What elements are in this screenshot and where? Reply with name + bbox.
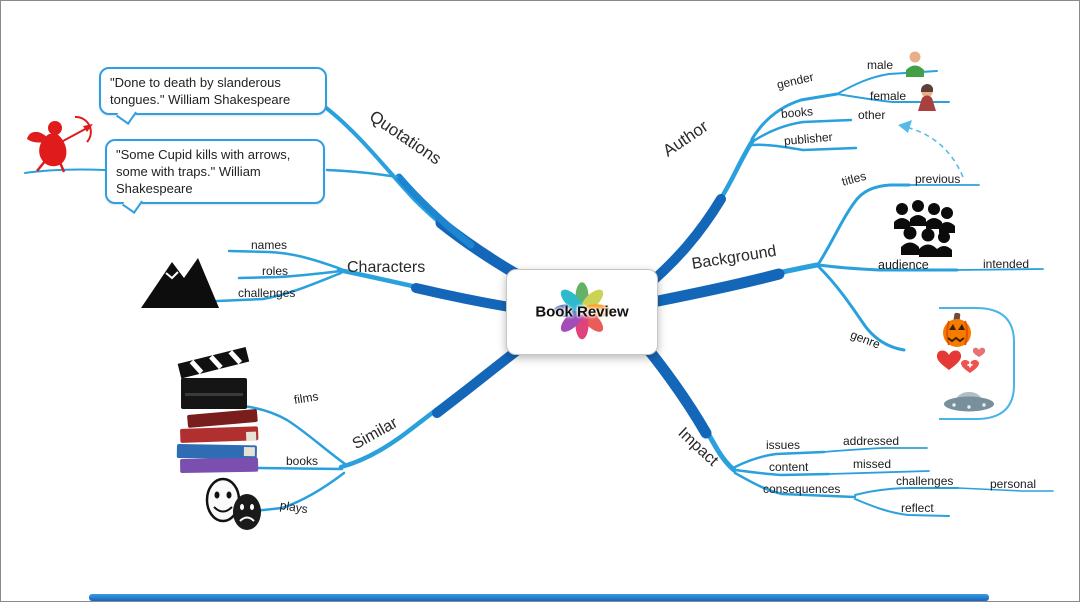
topic-intended[interactable]: intended <box>983 257 1030 271</box>
central-topic[interactable]: Book Review <box>506 269 658 355</box>
quote-bubble-1[interactable]: "Done to death by slanderous tongues." W… <box>99 67 327 126</box>
pumpkin-icon[interactable] <box>943 312 971 347</box>
mountain-icon[interactable] <box>141 258 219 308</box>
topic-names[interactable]: names <box>251 238 288 252</box>
topic-author-books[interactable]: books <box>780 104 814 121</box>
male-person-icon[interactable] <box>906 51 924 78</box>
topic-similar-books[interactable]: books <box>286 454 319 468</box>
topic-roles[interactable]: roles <box>262 264 289 278</box>
hearts-icon[interactable] <box>936 347 986 373</box>
other-previous-link-arrow <box>898 120 964 178</box>
topic-characters[interactable]: Characters <box>347 259 426 276</box>
clapperboard-icon[interactable] <box>177 346 250 409</box>
topic-previous[interactable]: previous <box>915 172 961 186</box>
topic-other[interactable]: other <box>858 108 886 122</box>
audience-group-icon[interactable] <box>894 200 955 257</box>
topic-impact-challenges[interactable]: challenges <box>896 474 954 488</box>
topic-personal[interactable]: personal <box>990 477 1037 491</box>
pinwheel-logo-icon <box>553 282 611 340</box>
topic-female[interactable]: female <box>870 89 907 103</box>
bottom-scrollbar[interactable] <box>89 594 989 601</box>
cupid-icon[interactable] <box>27 115 93 173</box>
theater-masks-icon[interactable] <box>205 477 261 530</box>
topic-issues[interactable]: issues <box>766 438 801 452</box>
topic-content[interactable]: content <box>769 460 809 474</box>
female-person-icon[interactable] <box>918 83 936 111</box>
topic-consequences[interactable]: consequences <box>763 482 841 496</box>
genre-group-frame <box>939 307 1015 420</box>
topic-male[interactable]: male <box>867 58 894 72</box>
ufo-icon[interactable] <box>944 392 994 412</box>
topic-challenges[interactable]: challenges <box>238 286 296 300</box>
topic-missed[interactable]: missed <box>853 457 892 471</box>
central-topic-title: Book Review <box>535 303 629 321</box>
topic-addressed[interactable]: addressed <box>843 434 900 448</box>
quote-2-text: "Some Cupid kills with arrows, some with… <box>116 147 291 197</box>
quote-bubble-2[interactable]: "Some Cupid kills with arrows, some with… <box>105 139 325 215</box>
topic-reflect[interactable]: reflect <box>901 501 934 515</box>
topic-audience[interactable]: audience <box>878 258 929 272</box>
quote-1-text: "Done to death by slanderous tongues." W… <box>110 75 291 108</box>
book-stack-icon[interactable] <box>176 409 259 473</box>
